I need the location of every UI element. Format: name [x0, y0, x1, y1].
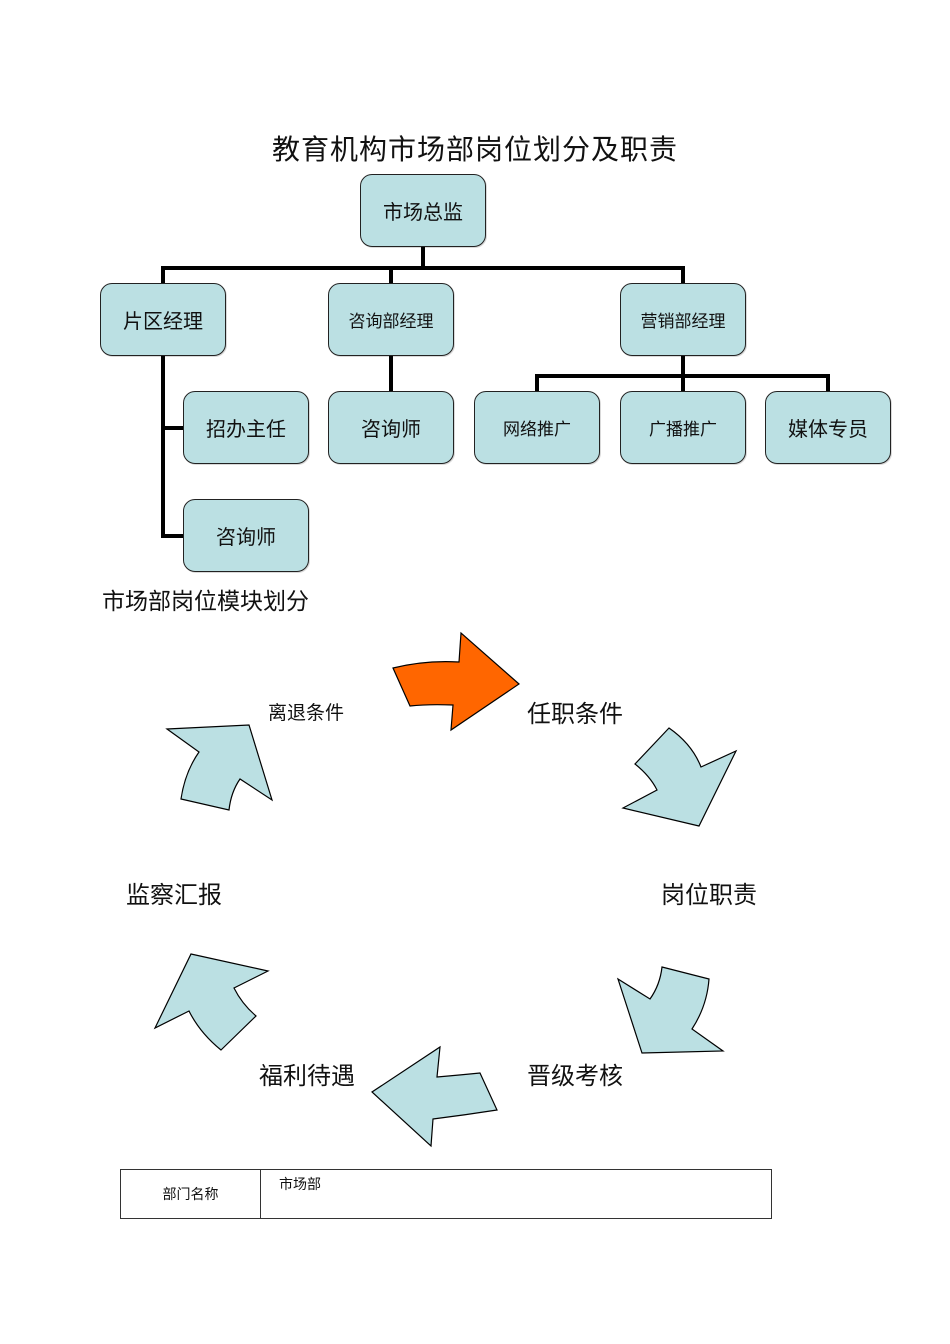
connector — [161, 266, 165, 284]
table-cell-value: 市场部 — [260, 1169, 772, 1219]
org-box-label: 广播推广 — [649, 420, 717, 440]
connector — [161, 266, 685, 270]
org-box-label: 咨询部经理 — [348, 312, 434, 332]
org-box-staff: 咨询师 — [183, 499, 309, 572]
connector — [421, 246, 425, 268]
document-title: 教育机构市场部岗位划分及职责 — [271, 133, 678, 166]
org-box-label: 咨询师 — [361, 417, 421, 441]
connector — [535, 374, 830, 378]
table-cell-key: 部门名称 — [120, 1169, 261, 1219]
connector — [389, 354, 393, 392]
org-box-staff: 招办主任 — [183, 391, 309, 464]
org-box-staff: 媒体专员 — [765, 391, 891, 464]
cycle-step-label: 福利待遇 — [259, 1062, 355, 1090]
department-info-table: 部门名称 市场部 — [120, 1169, 772, 1219]
connector — [681, 266, 685, 284]
org-box-label: 招办主任 — [206, 417, 286, 441]
connector — [826, 374, 830, 392]
cycle-step-label: 岗位职责 — [661, 881, 757, 909]
curved-arrow-icon — [153, 953, 270, 1051]
connector — [161, 426, 185, 430]
connector — [535, 374, 539, 392]
cycle-step-label: 监察汇报 — [126, 881, 222, 909]
curved-arrow-icon — [392, 631, 520, 732]
org-box-manager: 营销部经理 — [620, 283, 746, 356]
org-box-staff: 网络推广 — [474, 391, 600, 464]
org-box-root: 市场总监 — [360, 174, 486, 247]
cycle-step-label: 离退条件 — [268, 702, 345, 724]
connector — [161, 354, 165, 538]
section-title: 市场部岗位模块划分 — [102, 589, 309, 615]
org-box-manager: 片区经理 — [100, 283, 226, 356]
connector — [681, 354, 685, 392]
org-box-label: 网络推广 — [503, 420, 571, 440]
table-row: 部门名称 市场部 — [120, 1169, 772, 1219]
cycle-step-label: 晋级考核 — [527, 1062, 623, 1090]
org-box-label: 营销部经理 — [640, 312, 726, 332]
cycle-step-label: 任职条件 — [527, 700, 623, 728]
org-box-staff: 广播推广 — [620, 391, 746, 464]
org-box-label: 咨询师 — [216, 525, 276, 549]
org-box-staff: 咨询师 — [328, 391, 454, 464]
curved-arrow-icon — [371, 1045, 498, 1148]
org-box-label: 市场总监 — [383, 200, 463, 224]
curved-arrow-icon — [616, 966, 725, 1054]
curved-arrow-icon — [621, 727, 738, 827]
org-box-label: 片区经理 — [123, 309, 203, 333]
org-box-manager: 咨询部经理 — [328, 283, 454, 356]
curved-arrow-icon — [165, 724, 274, 811]
connector — [389, 266, 393, 284]
org-box-label: 媒体专员 — [788, 417, 868, 441]
connector — [161, 534, 185, 538]
